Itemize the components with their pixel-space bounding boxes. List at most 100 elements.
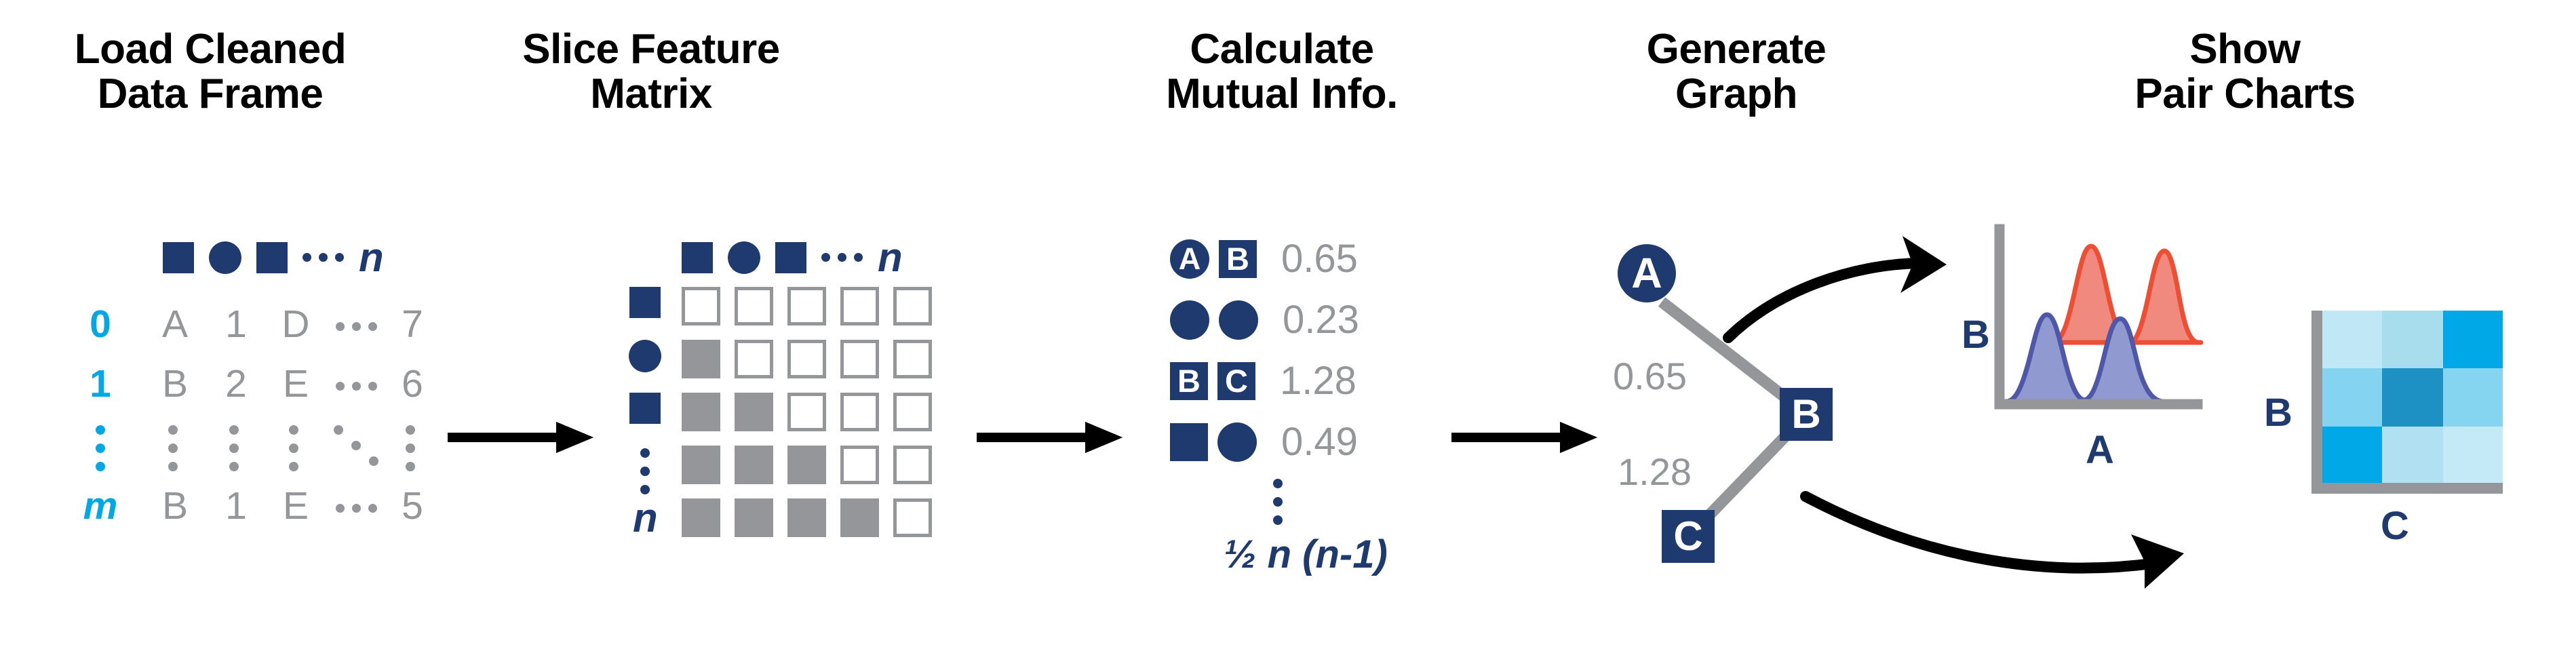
row-ellipsis-icon: [336, 504, 377, 513]
row-cell: 5: [402, 484, 423, 528]
matrix-cell: [893, 340, 932, 378]
pair-badge-circle: [1219, 300, 1258, 340]
feature-matrix-panel: n n: [597, 234, 950, 573]
pair-badge-circle-a: A: [1170, 239, 1209, 279]
mutual-info-row: 0.49: [1170, 419, 1358, 465]
mutual-info-value: 0.65: [1281, 237, 1358, 281]
graph-node-c[interactable]: C: [1662, 510, 1715, 563]
matrix-cell: [893, 393, 932, 431]
row-cell: B: [161, 484, 189, 528]
graph-node-b[interactable]: B: [1780, 388, 1833, 441]
heatmap-cell: [2382, 311, 2443, 368]
column-icon-circle-1: [728, 241, 760, 274]
heatmap-cell: [2443, 368, 2503, 427]
matrix-cell: [893, 287, 932, 326]
matrix-cell: [735, 340, 773, 378]
mutual-info-row: 0.23: [1170, 297, 1359, 342]
matrix-cell: [735, 446, 773, 484]
matrix-cell: [787, 393, 826, 431]
graph-node-a[interactable]: A: [1618, 244, 1676, 302]
matrix-cell: [840, 340, 879, 378]
graph-edge-weight-cb: 1.28: [1618, 450, 1692, 493]
density-pair-chart: B A: [1962, 224, 2252, 481]
matrix-cell: [893, 498, 932, 537]
matrix-cell: [682, 498, 720, 537]
row-cell: D: [281, 302, 310, 346]
matrix-row-count-label: n: [633, 495, 658, 540]
matrix-cell: [840, 287, 879, 326]
heatmap-x-axis: [2311, 483, 2503, 494]
matrix-cell: [682, 393, 720, 431]
row-cell: 7: [402, 302, 423, 346]
matrix-cell: [682, 287, 720, 326]
row-cell: A: [161, 302, 189, 346]
step-title-load: Load Cleaned Data Frame: [74, 26, 347, 117]
column-icon-square-2: [775, 241, 806, 273]
matrix-cell: [840, 498, 879, 537]
matrix-cell: [787, 498, 826, 537]
mutual-info-value: 1.28: [1280, 359, 1357, 403]
dataframe-panel: n 0 A 1 D 7 1 B 2 E 6: [75, 234, 441, 573]
mutual-info-vdots-icon: [1273, 479, 1283, 525]
pair-badge-square-b: B: [1170, 361, 1208, 400]
dataframe-row: m B 1 E 5: [75, 484, 441, 536]
row-index: 0: [90, 302, 111, 346]
column-icon-square-2: [256, 241, 288, 273]
row-cell: B: [161, 362, 189, 406]
matrix-cell: [735, 287, 773, 326]
dataframe-row: 0 A 1 D 7: [75, 302, 441, 355]
row-icon-square-1: [629, 287, 661, 318]
heatmap-cell: [2382, 427, 2443, 483]
column-vdots-icon: [406, 425, 415, 471]
arrow-right-icon-3: [1451, 422, 1597, 453]
row-ellipsis-icon: [336, 322, 377, 331]
graph-edge-weight-ab: 0.65: [1613, 355, 1687, 397]
heatmap-y-axis: [2311, 311, 2322, 494]
column-vdots-icon: [289, 425, 298, 471]
row-icon-square-2: [629, 393, 661, 424]
column-icon-circle-1: [209, 241, 241, 274]
heatmap-cell: [2382, 368, 2443, 427]
heatmap-cell: [2322, 311, 2382, 368]
matrix-grid: [682, 287, 953, 558]
row-cell: 1: [225, 302, 247, 346]
mutual-info-value: 0.49: [1281, 420, 1358, 464]
pair-badge-circle: [1170, 300, 1209, 340]
heatmap-cell: [2443, 311, 2503, 368]
heatmap-cell: [2443, 427, 2503, 483]
column-vdots-icon: [168, 425, 178, 471]
pair-badge-square-c: C: [1217, 361, 1255, 400]
matrix-cell: [787, 287, 826, 326]
step-title-generate: Generate Graph: [1646, 26, 1827, 117]
dataframe-header-row: n: [163, 234, 384, 281]
row-index: m: [83, 484, 118, 528]
column-icon-square-1: [682, 241, 713, 273]
pair-count-formula: ½ n (n-1): [1224, 532, 1388, 576]
heatmap-cell: [2322, 427, 2382, 483]
row-cell: E: [282, 484, 309, 528]
matrix-cell: [682, 446, 720, 484]
row-index: 1: [90, 362, 111, 406]
heatmap-cell: [2322, 368, 2382, 427]
mutual-info-row: A B 0.65: [1170, 236, 1358, 281]
step-title-slice: Slice Feature Matrix: [522, 26, 780, 117]
column-vdots-icon: [229, 425, 239, 471]
mutual-info-panel: A B 0.65 0.23 B C 1.28 0.49 ½ n (n-1): [1170, 236, 1448, 576]
row-cell: 6: [402, 362, 423, 406]
heatmap-pair-chart: B C: [2231, 298, 2571, 583]
curved-arrow-right-icon-top: [1723, 236, 1947, 343]
matrix-cell: [893, 446, 932, 484]
matrix-column-count-label: n: [878, 235, 903, 280]
step-title-calculate: Calculate Mutual Info.: [1166, 26, 1398, 117]
heatmap-y-axis-label: B: [2264, 391, 2292, 435]
matrix-column-header: n: [682, 234, 903, 281]
matrix-cell: [735, 498, 773, 537]
matrix-cell: [787, 446, 826, 484]
row-icon-circle-1: [629, 340, 661, 372]
column-count-label: n: [359, 235, 384, 280]
dataframe-vertical-ellipsis-row: [75, 425, 441, 471]
mutual-info-value: 0.23: [1283, 298, 1359, 342]
row-cell: E: [282, 362, 309, 406]
column-ellipsis-icon: [303, 253, 344, 262]
